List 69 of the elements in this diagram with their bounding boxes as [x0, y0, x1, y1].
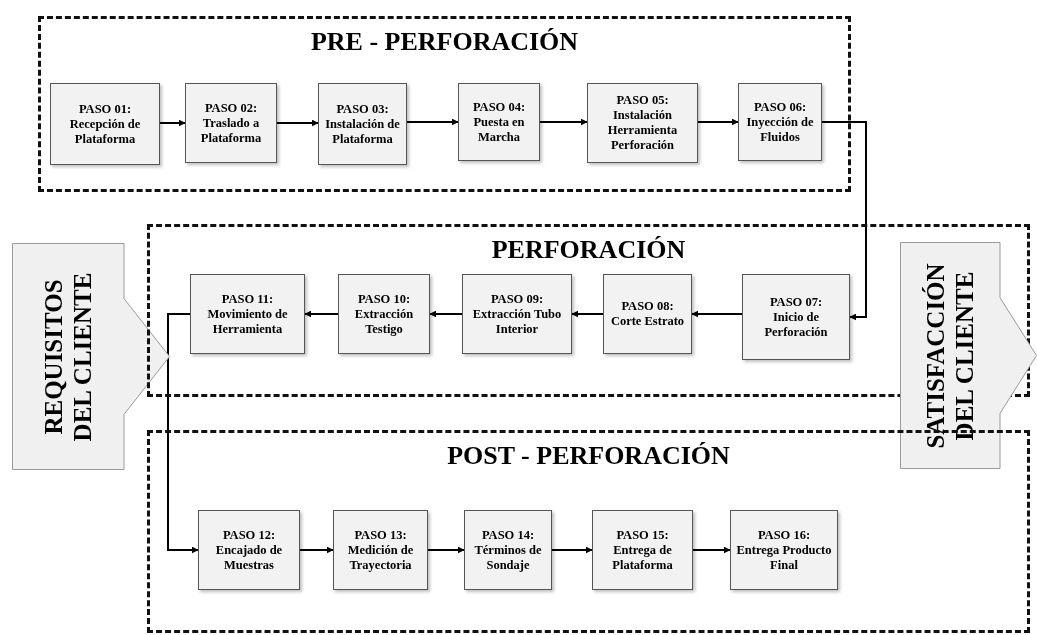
- process-box: [592, 510, 693, 590]
- process-box: [185, 83, 277, 163]
- arrow: [299, 546, 334, 554]
- process-box: [338, 274, 430, 354]
- arrow: [276, 119, 319, 127]
- step-label: Instalación de Plataforma: [324, 116, 401, 147]
- step-label: Entrega de Plataforma: [611, 542, 674, 573]
- step-label: Entrega Producto Final: [735, 542, 833, 573]
- process-box: [738, 83, 822, 161]
- step-label: Términos de Sondaje: [473, 542, 543, 573]
- step-number: PASO 14:: [481, 527, 535, 543]
- arrow: [427, 546, 465, 554]
- process-box: [50, 83, 160, 165]
- dashed-group-frame: [38, 16, 851, 192]
- step-label: Inicio de Perforación: [763, 309, 829, 340]
- process-box: [587, 83, 698, 163]
- process-box: [198, 510, 300, 590]
- step-number: PASO 05:: [616, 93, 669, 108]
- step-number: PASO 09:: [490, 291, 544, 307]
- step-number: PASO 02:: [204, 100, 258, 116]
- step-label: Medición de Trayectoria: [346, 542, 415, 573]
- group-title: POST - PERFORACIÓN: [447, 441, 730, 471]
- step-label: Movimiento de Herramienta: [206, 306, 289, 337]
- step-number: PASO 13:: [354, 527, 407, 543]
- step-number: PASO 11:: [221, 291, 274, 307]
- arrow-label: SATISFACCIÓN DEL CLIENTE: [921, 261, 979, 451]
- step-number: PASO 08:: [621, 299, 674, 314]
- arrow: [692, 546, 731, 554]
- step-number: PASO 03:: [336, 101, 389, 117]
- step-number: PASO 04:: [472, 99, 526, 115]
- process-box: [462, 274, 572, 354]
- arrow: [406, 118, 459, 126]
- step-label: Puesta en Marcha: [472, 114, 526, 145]
- step-number: PASO 16:: [757, 527, 811, 543]
- process-box: [318, 83, 407, 165]
- step-label: Inyección de Fluidos: [745, 114, 815, 145]
- step-label: Extracción Testigo: [353, 306, 415, 337]
- step-label: Encajado de Muestras: [214, 542, 284, 573]
- arrow: [304, 310, 339, 318]
- step-number: PASO 06:: [753, 99, 807, 115]
- arrow: [539, 118, 588, 126]
- step-label: Instalación Herramienta Perforación: [606, 108, 679, 153]
- process-box: [458, 83, 540, 161]
- arrow: [821, 121, 867, 321]
- arrow: [691, 310, 743, 318]
- step-number: PASO 15:: [616, 527, 669, 543]
- step-number: PASO 12:: [222, 527, 276, 543]
- arrow: [571, 310, 604, 318]
- process-box: [603, 274, 692, 354]
- process-box: [730, 510, 838, 590]
- arrow-label: REQUISITOS DEL CLIENTE: [39, 271, 97, 443]
- step-number: PASO 07:: [769, 294, 823, 310]
- step-label: Extracción Tubo Interior: [471, 306, 563, 337]
- arrow: [697, 118, 739, 126]
- process-box: [464, 510, 552, 590]
- arrow: [429, 310, 463, 318]
- process-box: [190, 274, 305, 354]
- process-box: [742, 274, 850, 360]
- step-label: Recepción de Plataforma: [68, 116, 142, 147]
- step-number: PASO 10:: [357, 291, 411, 307]
- arrow: [159, 119, 186, 127]
- process-box: [333, 510, 428, 590]
- step-label: Traslado a Plataforma: [199, 115, 263, 146]
- arrow: [167, 313, 199, 554]
- step-label: Corte Estrato: [610, 314, 685, 329]
- arrow: [551, 546, 593, 554]
- step-number: PASO 01:: [78, 101, 132, 117]
- group-title: PRE - PERFORACIÓN: [310, 27, 579, 57]
- group-title: PERFORACIÓN: [491, 235, 686, 265]
